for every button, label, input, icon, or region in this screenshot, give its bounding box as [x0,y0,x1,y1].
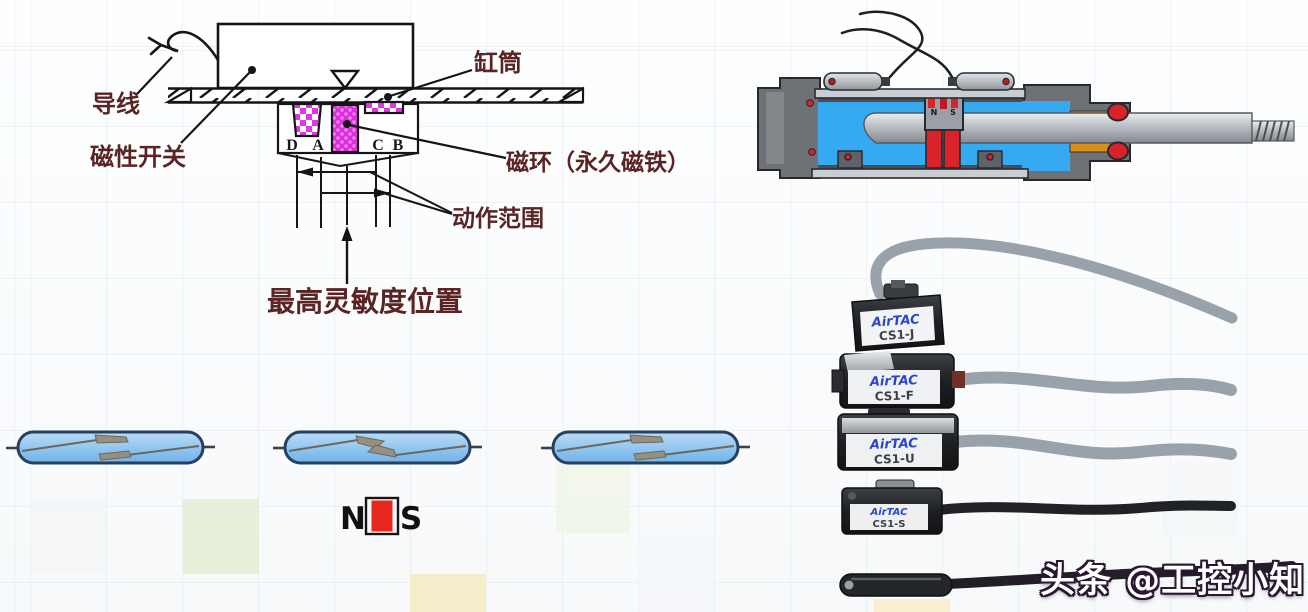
magnet-block-center [330,103,360,154]
magnet-block-left [291,102,323,138]
label-action-range: 动作范围 [452,206,544,232]
watermark: 头条 @工控小知 [1040,561,1306,601]
sensor-cs1-u: AirTAC CS1-U [837,408,959,471]
sensor-cs1-f: AirTAC CS1-F [831,351,965,409]
strip-left-break [163,86,193,104]
piston-assembly: N S [924,92,964,169]
label-cylinder-barrel: 缸筒 [474,49,522,77]
cable-cs1-u [948,434,1237,460]
cable-cs1-s [933,500,1236,515]
housing-v-bottom [277,152,419,168]
point-letter-b: B [393,137,404,154]
sensor-round-type [839,573,953,597]
label-magnetic-switch: 磁性开关 [90,143,186,171]
airtac-logo: AirTAC [869,436,919,453]
reed-switch-closed [273,430,482,465]
barrel-bottom-wall [818,165,1026,170]
cs1-sensor-photos: AirTAC CS1-J AirTAC CS1-F AirTAC CS1- [831,237,1297,597]
model-cs1-j: CS1-J [878,327,914,343]
model-cs1-u: CS1-U [874,451,915,466]
label-lead-wire: 导线 [92,90,140,118]
piston-rod [863,112,1253,144]
reed-switch-open-2 [539,430,752,465]
label-max-sensitivity: 最高灵敏度位置 [267,285,463,318]
mounted-sensor-left [823,72,890,91]
piston-seal-band [925,129,943,169]
piston-pole-s: S [950,108,956,117]
cushion-seals [837,150,1003,169]
max-sensitivity-arrow [341,226,353,284]
sensor-wires [840,10,954,79]
label-magnet-ring: 磁环（永久磁铁） [506,149,690,176]
cylinder-wall-strip [163,86,585,104]
model-cs1-f: CS1-F [874,388,914,403]
barrel-top-wall [818,98,1026,102]
bushing-orange-bottom [1069,142,1113,153]
magnet-pole-n: N [340,501,366,537]
cylinder-left-cap [757,77,821,179]
reed-switch-principle-diagram: D A C B [90,22,690,318]
cable-cs1-j [870,237,1238,324]
piston-pole-n: N [931,108,938,117]
strip-right-break [554,86,585,104]
rod-seal-bottom [1107,141,1129,161]
cable-cs1-f [952,371,1237,396]
point-letter-a: A [312,137,324,154]
lead-wire [147,30,220,62]
sensor-cs1-j: AirTAC CS1-J [851,280,945,352]
bar-magnet: N S [340,496,422,537]
reed-switch-states-row: N S [6,430,752,537]
airtac-logo: AirTAC [869,373,919,390]
rod-thread-tip [1251,120,1295,142]
reed-switch-open [6,430,215,465]
airtac-logo: AirTAC [870,507,909,518]
action-range-dimensions [297,167,453,215]
bg-tile [410,574,486,612]
magnetic-switch-body [216,22,415,90]
magnet-strip-right [363,100,405,115]
bottom-rail [811,168,1029,179]
point-letter-d: D [286,137,298,154]
cylinder-cutaway-illustration: N S [757,10,1295,181]
airtac-logo: AirTAC [870,312,920,330]
rod-seal-top [1107,102,1129,122]
sensor-mounting-rail [814,88,1026,99]
piston-seal-band [943,129,961,169]
sensor-cs1-s: AirTAC CS1-S [841,479,943,535]
cable-round-sensor [943,561,1297,589]
point-letter-c: C [372,137,384,154]
mounted-sensor-right [948,72,1015,91]
model-cs1-s: CS1-S [872,519,905,530]
magnet-pole-s: S [400,501,422,537]
leader-lines [136,56,507,160]
sensitivity-marker-triangle [329,69,361,90]
